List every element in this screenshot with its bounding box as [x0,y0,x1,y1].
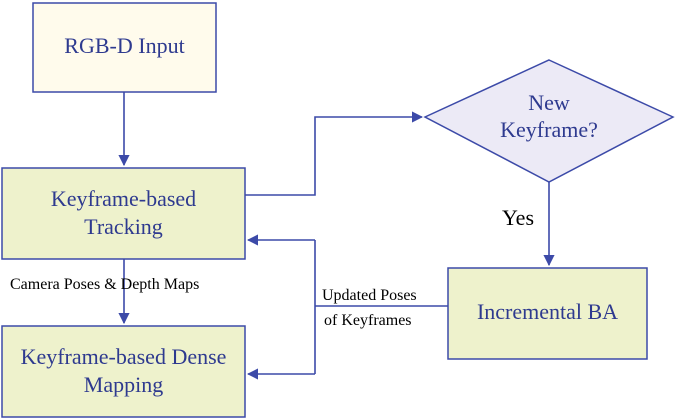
tracking-box [1,167,246,260]
new-keyframe-label-line1: New [528,90,570,115]
mapping-label-line2: Mapping [83,372,164,397]
mapping-label-line1: Keyframe-based Dense [20,344,227,369]
yes-label: Yes [502,205,535,230]
incremental-ba-box [447,267,648,360]
mapping-box [1,325,246,418]
updated-poses-label-line1: Updated Poses [322,287,417,304]
camera-poses-label: Camera Poses & Depth Maps [10,276,200,293]
arrow-tracking-to-decision [245,111,424,196]
incremental-ba-label: Incremental BA [476,299,619,324]
updated-poses-label-line2: of Keyframes [324,312,412,329]
rgbd-input-box [32,2,217,93]
rgbd-input-label: RGB-D Input [64,33,185,58]
tracking-label-line2: Tracking [84,214,163,239]
tracking-label-line1: Keyframe-based [50,186,197,211]
new-keyframe-label-line2: Keyframe? [500,117,598,142]
